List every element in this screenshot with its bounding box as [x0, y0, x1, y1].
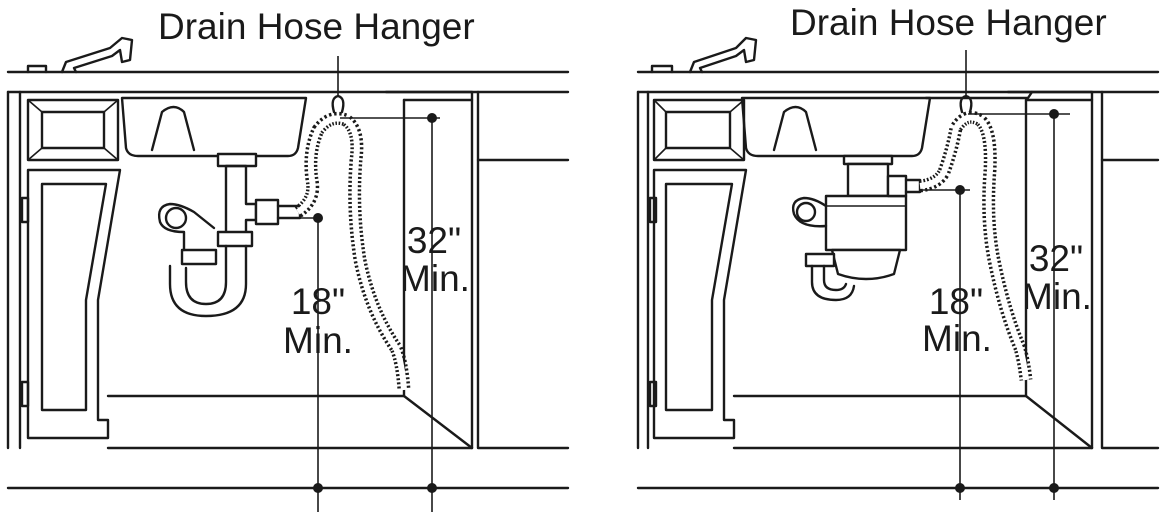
drain-hose: [294, 111, 411, 391]
diagram-panel-with-disposer: Drain Hose Hanger 18" Min. 32" Min.: [580, 0, 1163, 520]
dimension-point: [1049, 109, 1059, 119]
dimension-point: [955, 483, 965, 493]
faucet: [650, 36, 758, 74]
tall-measure-unit: Min.: [1022, 276, 1092, 317]
short-measure-value: 18": [928, 281, 984, 322]
faucet: [26, 36, 134, 74]
tall-measure-value: 32": [406, 220, 462, 261]
cabinet-drawing: [636, 36, 1160, 500]
drain-plumbing: [157, 152, 302, 318]
drain-hose-hanger: [331, 56, 345, 114]
cabinet-frame: [636, 90, 1160, 490]
garbage-disposer: [791, 154, 922, 302]
drain-hose: [919, 110, 1033, 381]
dimension-point: [955, 185, 965, 195]
short-measure-unit: Min.: [283, 320, 353, 361]
sink-bowl: [740, 90, 1034, 158]
tall-measure-value: 32": [1028, 238, 1084, 279]
dimension-lines: [920, 109, 1070, 500]
drain-hose-hanger: [959, 50, 973, 114]
short-measure-value: 18": [290, 281, 346, 322]
dimension-point: [427, 483, 437, 493]
dimension-point: [427, 113, 437, 123]
dimension-point: [313, 483, 323, 493]
tall-measure-unit: Min.: [400, 258, 470, 299]
dimension-point: [1049, 483, 1059, 493]
hanger-label: Drain Hose Hanger: [158, 6, 475, 47]
diagram-panel-sink-only: Drain Hose Hanger 18" Min. 32" Min.: [0, 0, 580, 520]
sink-bowl: [120, 96, 308, 158]
cabinet-drawing: [6, 36, 570, 512]
cabinet-frame: [6, 90, 570, 490]
dimension-point: [313, 213, 323, 223]
hanger-label: Drain Hose Hanger: [790, 2, 1107, 43]
countertop: [636, 70, 1160, 94]
short-measure-unit: Min.: [922, 318, 992, 359]
dimension-lines: [290, 113, 440, 512]
countertop: [6, 70, 570, 94]
